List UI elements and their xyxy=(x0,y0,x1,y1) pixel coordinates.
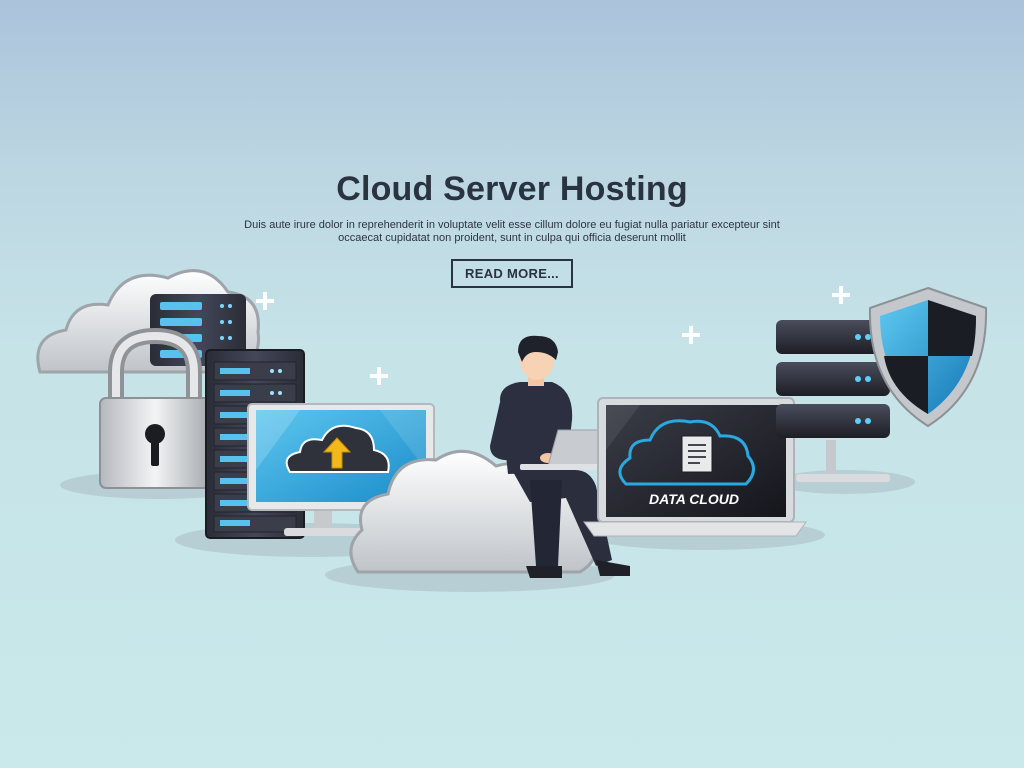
server-rack-icon xyxy=(150,294,246,366)
person-with-laptop xyxy=(490,335,630,578)
plus-sparkle-icon xyxy=(682,326,700,344)
plus-sparkle-icon xyxy=(370,367,388,385)
shield-icon xyxy=(868,286,988,428)
server-disk xyxy=(776,362,890,396)
hero-section: Cloud Server Hosting Duis aute irure dol… xyxy=(0,170,1024,288)
padlock-icon xyxy=(99,327,211,489)
laptop-screen-label: DATA CLOUD xyxy=(649,491,739,507)
laptop-data-cloud: DATA CLOUD xyxy=(583,397,807,537)
hero-subtitle: Duis aute irure dolor in reprehenderit i… xyxy=(244,219,780,244)
read-more-button[interactable]: READ MORE... xyxy=(451,259,573,288)
plus-sparkle-icon xyxy=(832,286,850,304)
page-title: Cloud Server Hosting xyxy=(336,170,688,208)
plus-sparkle-icon xyxy=(256,292,274,310)
server-disk xyxy=(776,320,890,354)
server-stack-icon xyxy=(776,320,890,482)
server-disk xyxy=(776,404,890,438)
